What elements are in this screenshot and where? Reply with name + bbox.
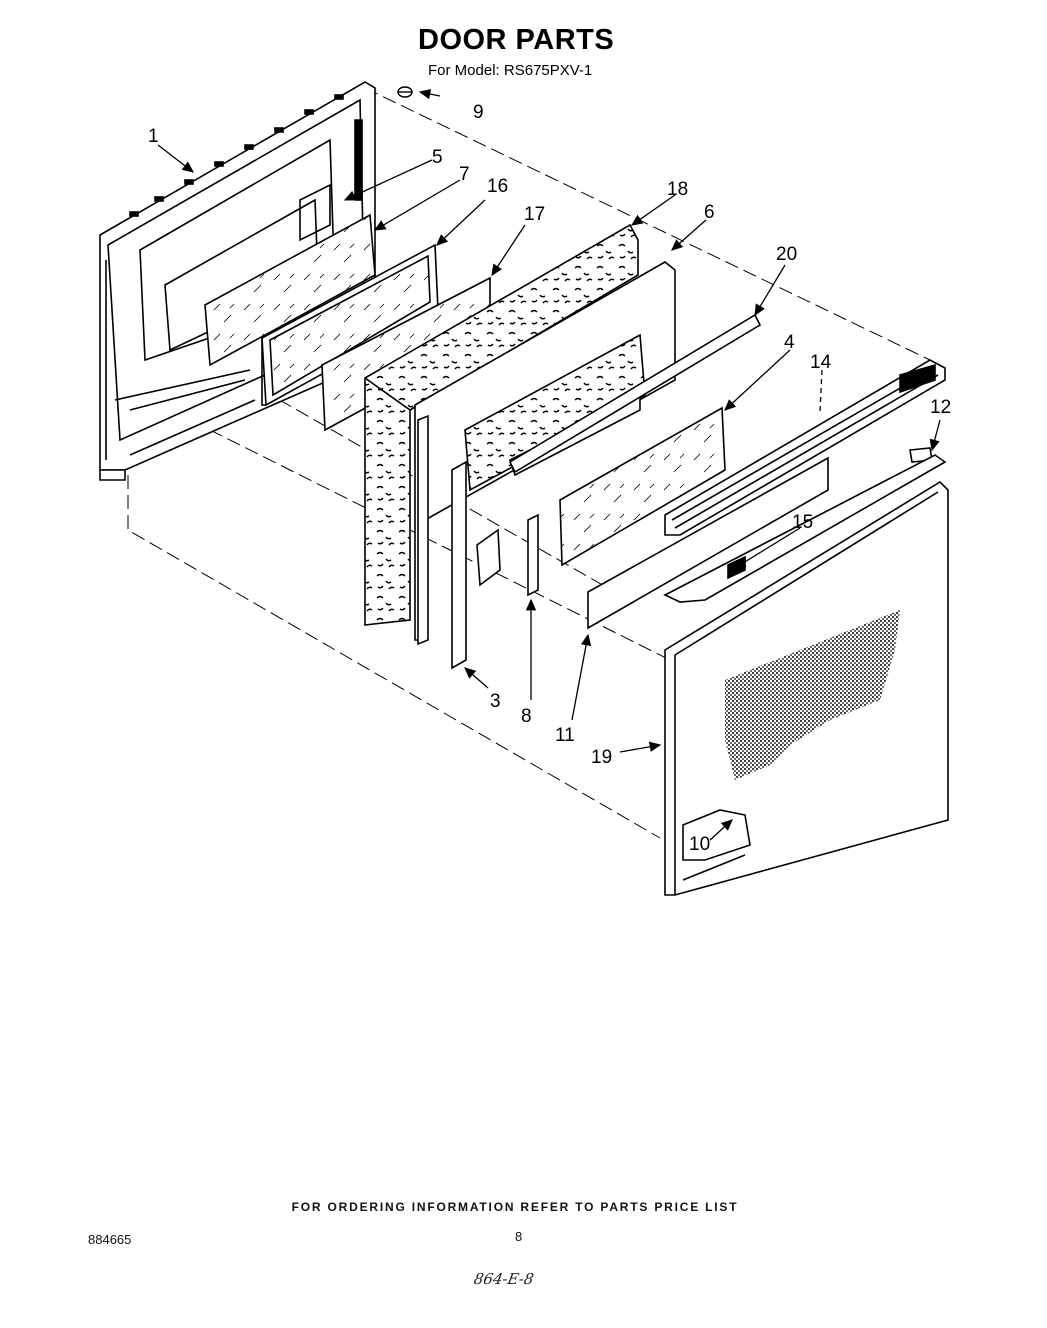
callout-4: 4 [784,332,795,353]
part-3-side-bracket [417,414,467,670]
callout-3: 3 [490,691,501,712]
page-title: DOOR PARTS [418,24,615,56]
callout-18: 18 [667,179,688,200]
callout-16: 16 [487,176,508,197]
callout-9: 9 [473,102,484,123]
part-14-handle-trim [664,359,946,536]
callout-19: 19 [591,747,612,768]
part-9-screw [397,86,413,98]
callout-labels: 1 9 5 7 16 17 18 6 20 4 14 12 15 3 8 11 … [148,102,951,855]
leader-lines [157,88,941,841]
callout-10: 10 [689,834,710,855]
callout-14: 14 [810,352,832,373]
part-11-vent-panel [587,456,829,630]
page-number: 8 [515,1229,523,1244]
part-7-inner-glass [204,183,376,367]
callout-8: 8 [521,706,532,727]
callout-7: 7 [459,164,470,185]
callout-12: 12 [930,397,951,418]
document-number: 884665 [88,1232,132,1247]
ordering-information-note: FOR ORDERING INFORMATION REFER TO PARTS … [291,1200,739,1214]
part-4-outer-glass [559,406,726,567]
callout-11: 11 [555,725,575,746]
part-19-outer-door-panel [664,480,949,896]
model-subtitle: For Model: RS675PXV-1 [428,62,593,79]
callout-20: 20 [776,244,797,265]
part-8-clip [476,513,539,597]
callout-6: 6 [704,202,715,223]
callout-17: 17 [524,204,545,225]
callout-15: 15 [792,512,813,533]
handwritten-note: 864-E-8 [472,1270,536,1288]
callout-1: 1 [148,126,159,147]
callout-5: 5 [432,147,443,168]
part-20-strip [508,313,762,474]
